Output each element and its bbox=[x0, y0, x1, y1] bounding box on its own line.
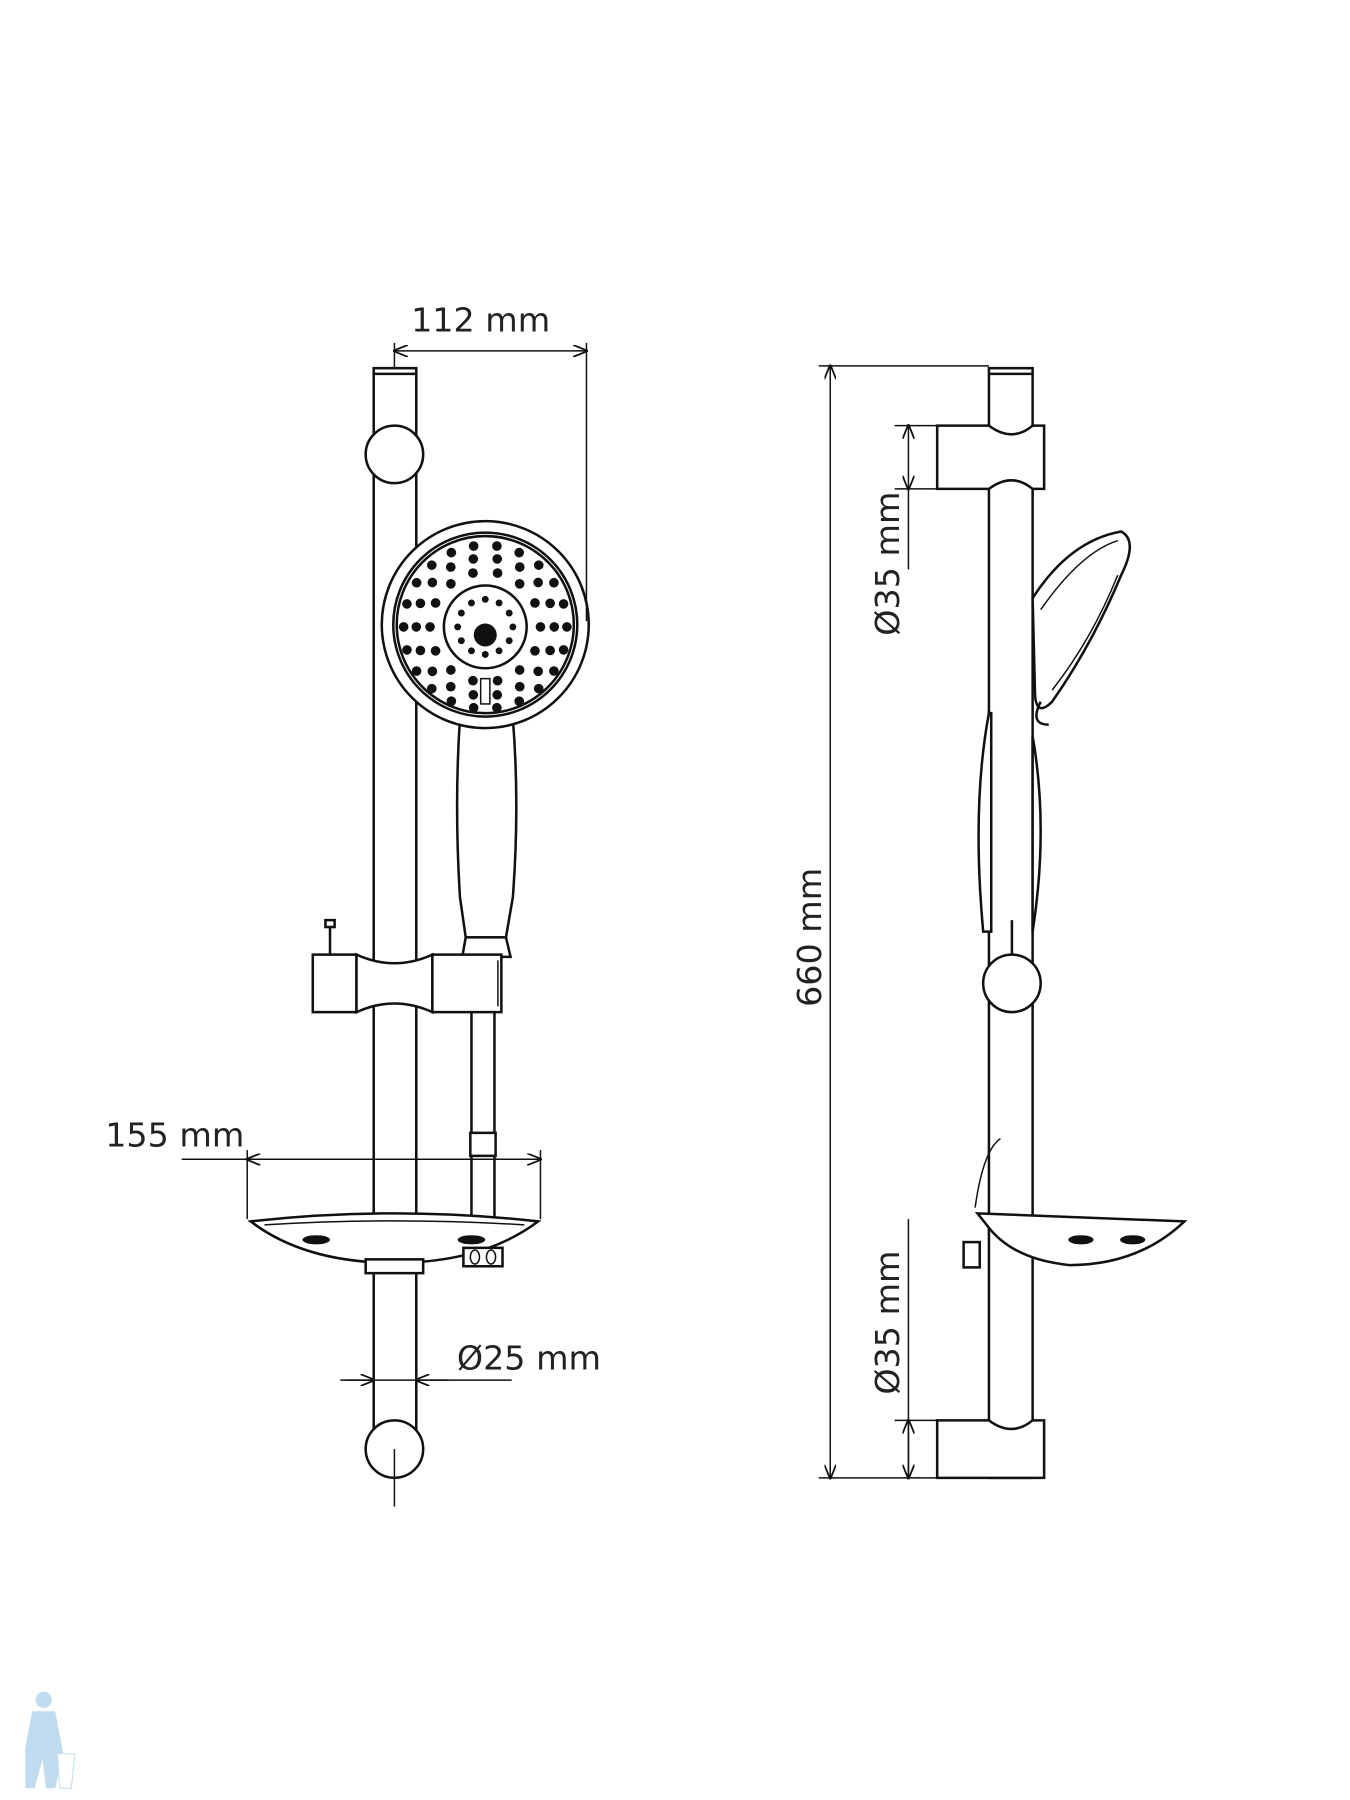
side-shower-head bbox=[1031, 530, 1132, 726]
nozzle bbox=[549, 622, 560, 632]
nozzle bbox=[430, 645, 441, 656]
dim-35mm-top: Ø35 mm bbox=[868, 492, 907, 636]
nozzle bbox=[549, 577, 559, 588]
nozzle bbox=[468, 554, 479, 564]
nozzle bbox=[402, 599, 412, 609]
nozzle bbox=[468, 568, 478, 578]
nozzle bbox=[446, 547, 457, 558]
nozzle bbox=[468, 690, 479, 700]
inner-nozzle bbox=[457, 609, 465, 617]
dim-35mm-bottom: Ø35 mm bbox=[868, 1251, 907, 1395]
inner-nozzle bbox=[457, 637, 465, 645]
nozzle bbox=[492, 690, 503, 700]
inner-nozzle bbox=[505, 609, 513, 617]
side-slider-knob bbox=[981, 953, 1042, 1014]
nozzle bbox=[427, 666, 438, 677]
nozzle bbox=[415, 645, 426, 656]
nozzle bbox=[533, 560, 544, 570]
hand-shower-handle bbox=[455, 717, 518, 939]
inner-nozzle bbox=[481, 651, 489, 658]
nozzle bbox=[468, 702, 479, 713]
nozzle bbox=[445, 681, 456, 692]
inner-nozzle bbox=[481, 595, 489, 603]
nozzle bbox=[530, 645, 540, 656]
nozzle bbox=[411, 622, 422, 632]
nozzle bbox=[411, 666, 422, 676]
nozzle bbox=[535, 622, 546, 632]
nozzle bbox=[468, 541, 479, 551]
plumber-watermark-logo bbox=[25, 1691, 76, 1789]
inner-nozzle bbox=[454, 623, 462, 631]
inner-nozzle bbox=[495, 599, 503, 607]
front-view: 112 mm 155 mm Ø25 mm bbox=[105, 300, 601, 1507]
nozzle bbox=[514, 665, 525, 675]
nozzle bbox=[492, 541, 502, 551]
dim-25mm: Ø25 mm bbox=[457, 1339, 601, 1378]
dim-155mm: 155 mm bbox=[105, 1116, 244, 1155]
nozzle bbox=[514, 696, 525, 707]
top-bracket bbox=[935, 424, 1046, 491]
nozzle bbox=[562, 622, 572, 632]
nozzle bbox=[533, 666, 543, 677]
nozzle bbox=[425, 622, 435, 632]
nozzle bbox=[446, 578, 456, 589]
slider-bracket bbox=[311, 918, 503, 1015]
nozzle bbox=[533, 683, 544, 694]
nozzle bbox=[426, 560, 437, 570]
nozzle bbox=[533, 577, 543, 588]
dim-660mm: 660 mm bbox=[790, 868, 829, 1007]
hand-shower-head bbox=[380, 519, 591, 730]
nozzle bbox=[545, 645, 555, 656]
inner-nozzle bbox=[509, 623, 517, 631]
nozzle bbox=[445, 562, 456, 572]
dim-112mm: 112 mm bbox=[411, 300, 550, 339]
top-wall-mount bbox=[364, 424, 425, 485]
nozzle bbox=[558, 645, 569, 655]
bottom-bracket bbox=[935, 1419, 1046, 1480]
inner-nozzle bbox=[495, 647, 503, 655]
nozzle bbox=[446, 696, 457, 707]
nozzle bbox=[492, 675, 503, 686]
nozzle bbox=[545, 598, 555, 609]
nozzle bbox=[492, 554, 503, 564]
nozzle bbox=[514, 562, 525, 572]
nozzle bbox=[514, 578, 525, 589]
nozzle bbox=[530, 598, 540, 608]
nozzle bbox=[514, 547, 525, 558]
inner-nozzle bbox=[505, 637, 513, 645]
nozzle bbox=[411, 577, 422, 588]
side-soap-dish bbox=[962, 1137, 1188, 1269]
nozzle bbox=[398, 622, 409, 632]
nozzle bbox=[415, 598, 426, 609]
nozzle bbox=[549, 666, 559, 676]
inner-nozzle bbox=[468, 599, 475, 607]
side-view: 660 mm Ø35 mm Ø35 mm bbox=[790, 366, 1188, 1480]
nozzle bbox=[446, 665, 456, 675]
nozzle bbox=[492, 702, 502, 713]
nozzle bbox=[427, 577, 438, 588]
nozzle bbox=[492, 568, 503, 578]
slide-rail bbox=[372, 366, 418, 1439]
nozzle bbox=[430, 598, 441, 608]
nozzle bbox=[426, 683, 437, 694]
nozzle bbox=[514, 681, 525, 692]
inner-nozzle bbox=[468, 647, 475, 655]
nozzle bbox=[468, 675, 478, 686]
nozzle bbox=[402, 645, 412, 655]
soap-dish bbox=[247, 1212, 542, 1275]
nozzle bbox=[558, 599, 569, 609]
